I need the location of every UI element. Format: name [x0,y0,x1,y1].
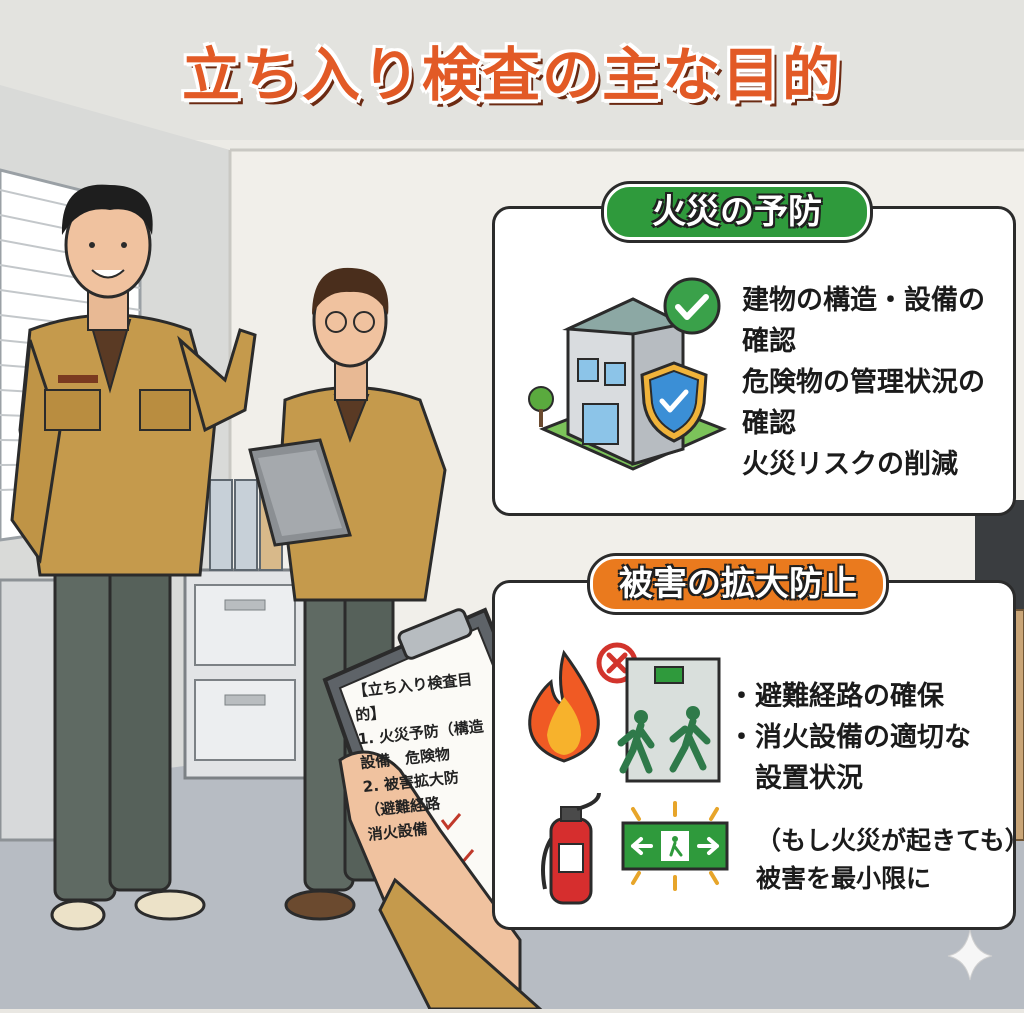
page-title: 立ち入り検査の主な目的 [181,41,842,109]
checkmark-icon [663,277,721,335]
list-item: 確認 [742,326,796,357]
fire-icon [528,649,600,763]
list-item: 設置状況 [728,763,863,794]
exit-sign-icon [621,801,729,891]
fire-prevention-list: 建物の構造・設備の 確認 危険物の管理状況の 確認 火災リスクの削減 [742,280,1002,485]
note-line: （もし火災が起きても） [756,826,1024,855]
list-item: 危険物の管理状況の [742,367,985,398]
note-line: 被害を最小限に [756,864,932,893]
exit-door-icon [617,657,721,783]
fire-prevention-card [492,206,1016,516]
list-item: 建物の構造・設備の [742,285,985,316]
shield-icon [640,361,708,443]
list-item: 確認 [742,408,796,439]
inspector-left [10,184,257,931]
damage-prevention-note: （もし火災が起きても） 被害を最小限に [756,822,1024,898]
section-heading-fire-prevention: 火災の予防 [604,184,870,240]
list-item: 火災リスクの削減 [742,449,958,480]
list-item: ・消火設備の適切な [728,722,971,753]
damage-prevention-list: ・避難経路の確保 ・消火設備の適切な 設置状況 [728,676,1006,799]
sparkle-icon [947,929,993,981]
damage-prevention-card [492,580,1016,930]
filing-cabinet [183,479,307,780]
extinguisher-icon [541,792,601,905]
list-item: ・避難経路の確保 [728,681,944,712]
section-heading-damage-prevention: 被害の拡大防止 [590,556,886,612]
